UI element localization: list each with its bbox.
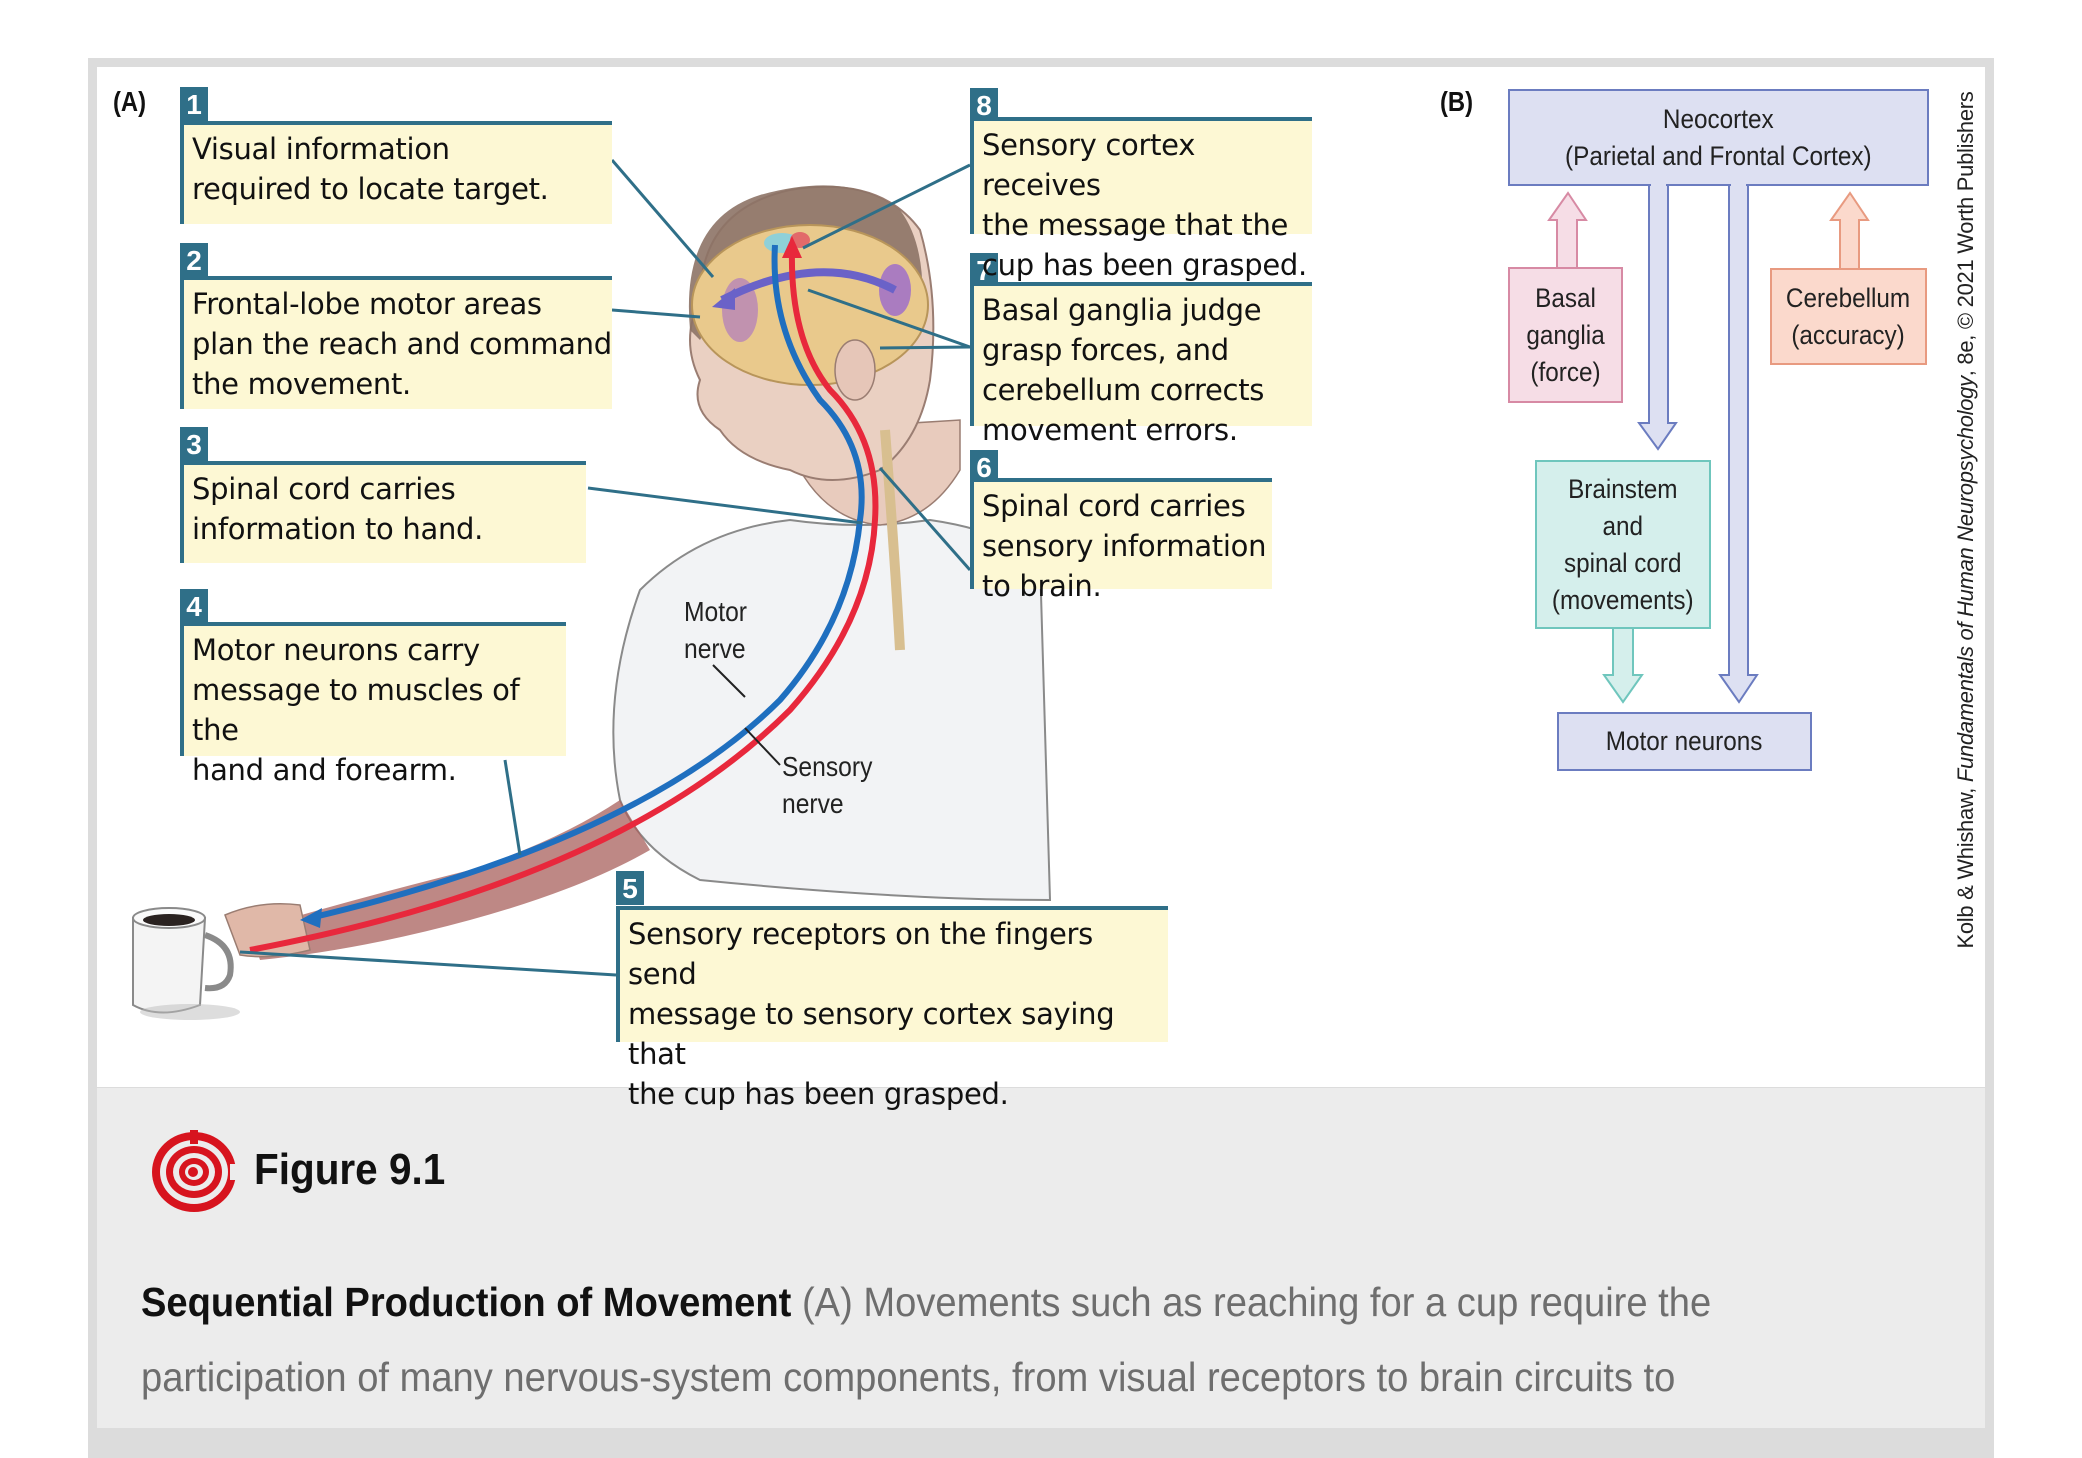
callout-2: 2 Frontal-lobe motor areas plan the reac… bbox=[180, 243, 612, 409]
callout-text: Visual information required to locate ta… bbox=[180, 125, 612, 224]
sensory-nerve-leader bbox=[744, 727, 781, 766]
callout-rule bbox=[180, 461, 586, 465]
cerebellum-box: Cerebellum (accuracy) bbox=[1770, 268, 1927, 365]
callout-6: 6 Spinal cord carries sensory informatio… bbox=[970, 450, 1272, 603]
stem-join bbox=[1651, 183, 1666, 187]
callout-4: 4 Motor neurons carry message to muscles… bbox=[180, 589, 566, 787]
neocortex-box: Neocortex (Parietal and Frontal Cortex) bbox=[1508, 89, 1929, 186]
motor-nerve-leader bbox=[712, 664, 746, 698]
callout-text: Sensory receptors on the fingers send me… bbox=[616, 910, 1168, 1111]
sensory-nerve-label: Sensory nerve bbox=[782, 751, 873, 819]
cerebellum-up-arrow bbox=[1829, 191, 1870, 268]
callout-number: 4 bbox=[180, 589, 208, 623]
credit-publisher: , 8e, © 2021 Worth Publishers bbox=[1953, 91, 1978, 377]
callout-rule bbox=[180, 276, 612, 280]
callout-number: 1 bbox=[180, 87, 208, 121]
credit-book-title: Fundamentals of Human Neuropsychology bbox=[1953, 376, 1978, 783]
figure-target-icon bbox=[152, 1130, 238, 1212]
neocortex-to-motor-neurons-arrow bbox=[1718, 185, 1759, 704]
motor-nerve-label: Motor nerve bbox=[684, 596, 747, 664]
motor-neurons-label: Motor neurons bbox=[1606, 726, 1763, 756]
figure-caption: Sequential Production of Movement (A) Mo… bbox=[141, 1265, 1871, 1415]
panel-b-label: (B) bbox=[1440, 86, 1474, 117]
callout-5: 5 Sensory receptors on the fingers send … bbox=[616, 871, 1168, 1111]
copyright-credit: Kolb & Whishaw, Fundamentals of Human Ne… bbox=[1953, 92, 1979, 949]
callout-number: 8 bbox=[970, 88, 998, 122]
leader-lines bbox=[239, 159, 972, 977]
visual-pathway-arrowhead bbox=[712, 288, 735, 310]
callout-number: 2 bbox=[180, 243, 208, 277]
callout-rule bbox=[970, 282, 1312, 286]
motor-nerve-path bbox=[309, 244, 865, 921]
brainstem-down-arrow bbox=[1602, 628, 1644, 704]
callout-text: Sensory cortex receives the message that… bbox=[970, 121, 1312, 282]
callout-text: Frontal-lobe motor areas plan the reach … bbox=[180, 280, 612, 409]
callout-number: 5 bbox=[616, 871, 644, 905]
callout-7: 7 Basal ganglia judge grasp forces, and … bbox=[970, 253, 1312, 447]
spinal-cord bbox=[880, 429, 905, 651]
coffee-cup bbox=[132, 907, 240, 1020]
caption-area bbox=[97, 1088, 1985, 1428]
movement-illustration bbox=[132, 159, 1052, 1020]
callout-3: 3 Spinal cord carries information to han… bbox=[180, 427, 586, 563]
ear bbox=[834, 339, 876, 401]
callout-number: 3 bbox=[180, 427, 208, 461]
brainstem-box: Brainstem and spinal cord (movements) bbox=[1535, 460, 1711, 629]
basal-ganglia-up-arrow bbox=[1547, 191, 1588, 267]
callout-text: Spinal cord carries sensory information … bbox=[970, 482, 1272, 603]
sensory-nerve-path bbox=[249, 249, 879, 953]
caption-body: (A) Movements such as reaching for a cup… bbox=[141, 1279, 1712, 1400]
callout-rule bbox=[180, 622, 566, 626]
figure-title: Figure 9.1 bbox=[254, 1145, 446, 1194]
panel-a-label: (A) bbox=[113, 86, 147, 117]
callout-8: 8 Sensory cortex receives the message th… bbox=[970, 88, 1312, 282]
callout-text: Spinal cord carries information to hand. bbox=[180, 465, 586, 563]
neocortex-to-brainstem-arrow bbox=[1637, 185, 1678, 451]
neocortex-label: Neocortex (Parietal and Frontal Cortex) bbox=[1565, 103, 1872, 171]
callout-rule bbox=[970, 117, 1312, 121]
visual-pathway-arrow bbox=[720, 268, 897, 304]
basal-ganglia-label: Basal ganglia (force) bbox=[1526, 282, 1605, 387]
flow-diagram-arrows bbox=[1547, 185, 1870, 704]
callout-1: 1 Visual information required to locate … bbox=[180, 87, 612, 224]
callout-rule bbox=[180, 121, 612, 125]
callout-rule bbox=[970, 478, 1272, 482]
callout-rule bbox=[616, 906, 1168, 910]
stem-join bbox=[1731, 183, 1746, 187]
sensory-nerve-arrowhead bbox=[782, 236, 802, 258]
brainstem-label: Brainstem and spinal cord (movements) bbox=[1552, 473, 1694, 615]
callout-text: Motor neurons carry message to muscles o… bbox=[180, 626, 566, 787]
motor-nerve-arrowhead bbox=[300, 908, 322, 928]
motor-neurons-box: Motor neurons bbox=[1557, 712, 1812, 771]
cerebellum-label: Cerebellum (accuracy) bbox=[1786, 282, 1911, 350]
credit-authors: Kolb & Whishaw, bbox=[1953, 782, 1978, 949]
callout-number: 7 bbox=[970, 253, 998, 287]
caption-bold-title: Sequential Production of Movement bbox=[141, 1279, 792, 1325]
callout-text: Basal ganglia judge grasp forces, and ce… bbox=[970, 286, 1312, 447]
basal-ganglia-box: Basal ganglia (force) bbox=[1508, 267, 1623, 403]
shirt bbox=[612, 518, 1052, 902]
